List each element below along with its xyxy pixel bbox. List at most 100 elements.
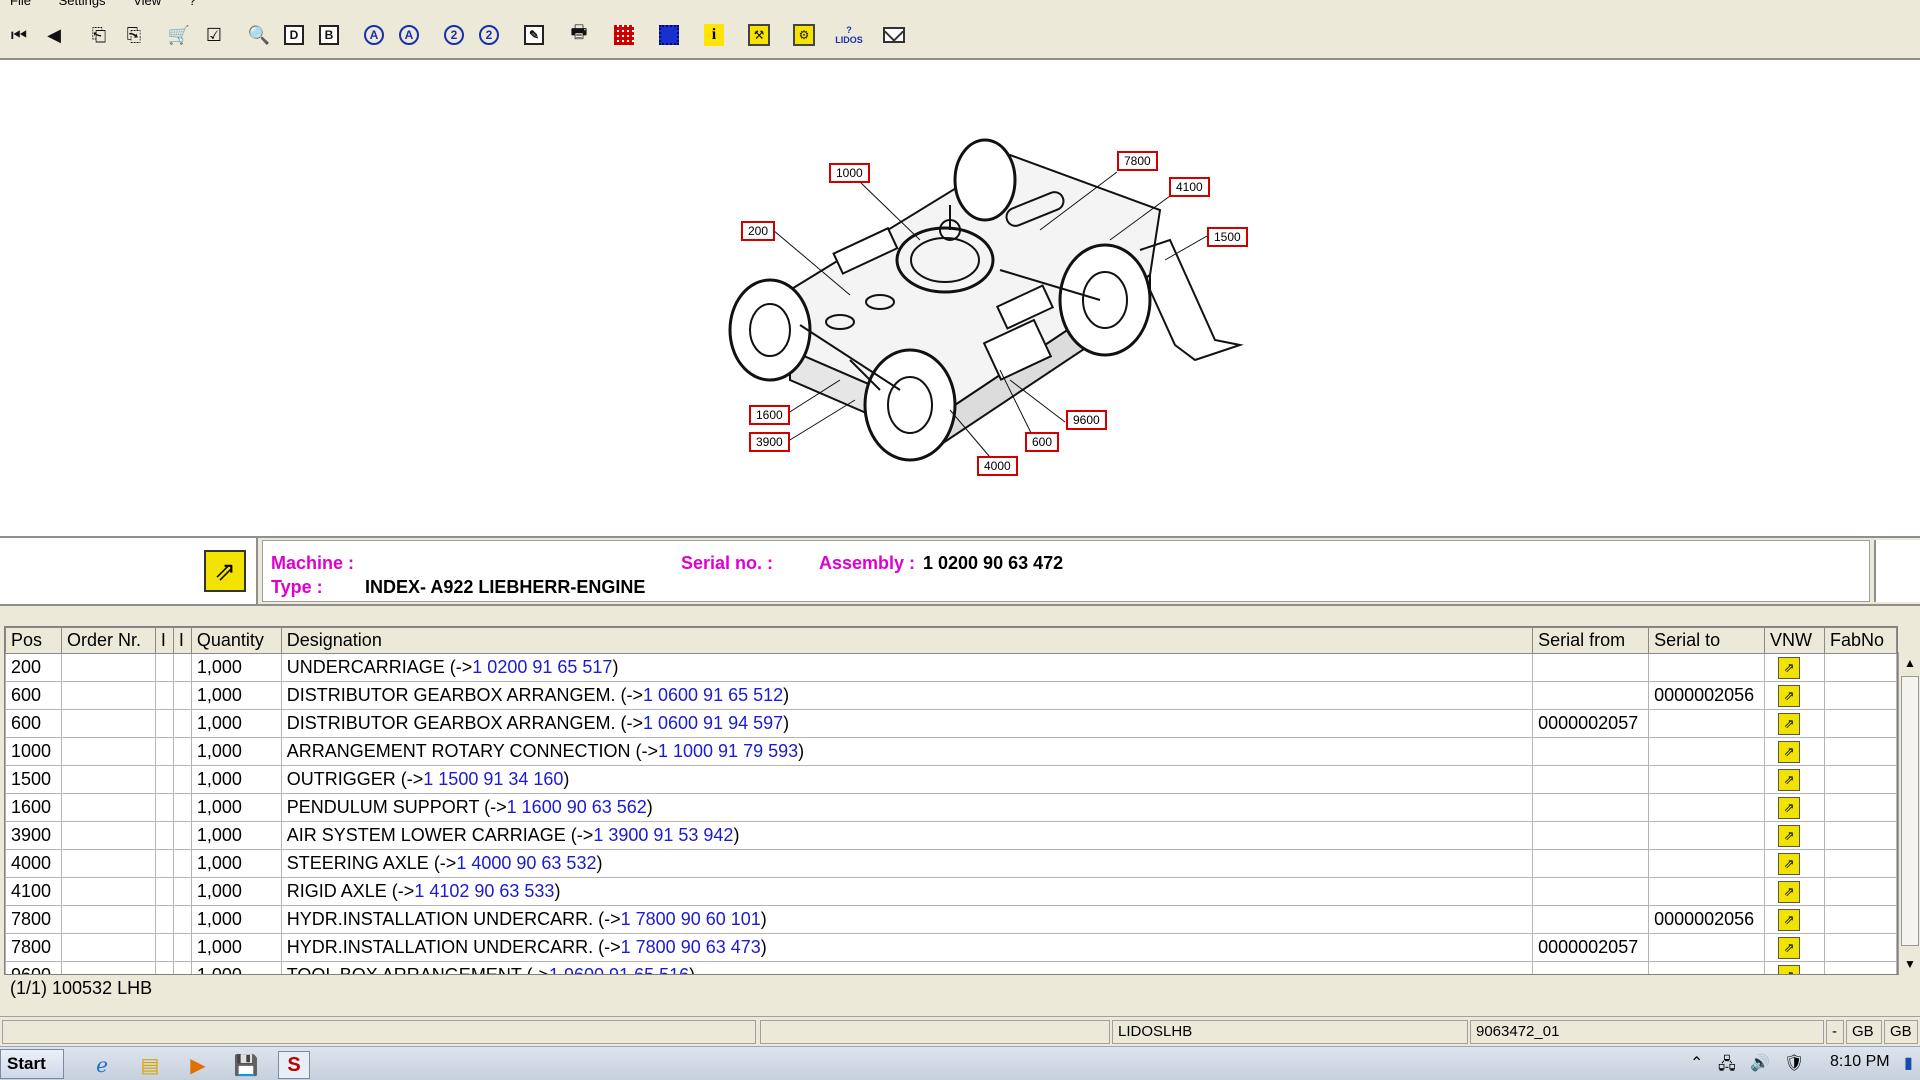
jump-link-icon[interactable]: ⇗ (1778, 965, 1801, 974)
chip-icon[interactable] (654, 19, 684, 51)
page-copy-icon[interactable]: B (314, 19, 344, 51)
assembly-link[interactable]: 1 3900 91 53 942 (593, 825, 734, 845)
cart-icon[interactable]: 🛒 (167, 24, 191, 45)
search-2-icon[interactable]: 2 (439, 19, 469, 51)
callout-4000[interactable]: 4000 (977, 456, 1018, 476)
menu-file[interactable]: File (10, 0, 31, 8)
page-view-icon[interactable]: D (279, 19, 309, 51)
scroll-up-icon[interactable]: ▲ (1904, 656, 1916, 670)
scroll-thumb[interactable] (1901, 676, 1919, 946)
jump-link-icon[interactable]: ⇗ (1778, 825, 1801, 847)
previous-page-icon[interactable]: ◀ (47, 24, 61, 45)
search-a-icon[interactable]: A (359, 19, 389, 51)
col-designation[interactable]: Designation (280, 627, 1534, 654)
cell-i1 (154, 681, 174, 710)
table-scrollbar[interactable]: ▲ ▼ (1898, 652, 1920, 975)
col-fabno[interactable]: FabNo (1823, 627, 1897, 654)
save-disk-icon[interactable]: 💾 (233, 1054, 259, 1077)
col-serial-from[interactable]: Serial from (1532, 627, 1650, 654)
assembly-link[interactable]: 1 0600 91 94 597 (643, 713, 784, 733)
col-i1[interactable]: I (154, 627, 174, 654)
jump-link-icon[interactable]: ⇗ (1778, 797, 1801, 819)
col-quantity[interactable]: Quantity (190, 627, 282, 654)
callout-3900[interactable]: 3900 (749, 432, 790, 452)
jump-link-icon[interactable]: ⇗ (1778, 713, 1801, 735)
search-2-next-icon[interactable]: 2 (474, 19, 504, 51)
mail-icon[interactable] (879, 19, 909, 51)
callout-1500[interactable]: 1500 (1207, 227, 1248, 247)
start-button[interactable]: Start (0, 1049, 64, 1079)
col-order-nr[interactable]: Order Nr. (60, 627, 156, 654)
jump-link-icon[interactable]: ⇗ (1778, 769, 1801, 791)
assembly-link[interactable]: 1 1000 91 79 593 (657, 741, 799, 761)
tools-icon[interactable]: ⚒ (744, 19, 774, 51)
jump-link-icon[interactable]: ⇗ (1778, 937, 1801, 959)
show-desktop-icon[interactable]: ▮ (1904, 1055, 1913, 1072)
clock[interactable]: 8:10 PM (1830, 1053, 1890, 1070)
order-list-icon[interactable]: ☑ (205, 24, 223, 45)
jump-link-icon[interactable]: ⇗ (1778, 909, 1801, 931)
callout-7800[interactable]: 7800 (1117, 151, 1158, 171)
assembly-link[interactable]: 1 7800 90 63 473 (620, 937, 761, 957)
assembly-link[interactable]: 1 7800 90 60 101 (620, 909, 761, 929)
search-a-next-icon[interactable]: A (394, 19, 424, 51)
menu-settings[interactable]: Settings (58, 0, 106, 8)
assembly-link[interactable]: 1 4102 90 63 533 (414, 881, 555, 901)
assembly-link[interactable]: 1 4000 90 63 532 (456, 853, 597, 873)
forward-document-icon[interactable]: ⎘ (126, 24, 142, 45)
callout-4100[interactable]: 4100 (1169, 177, 1210, 197)
callout-1600[interactable]: 1600 (749, 405, 790, 425)
callout-600[interactable]: 600 (1025, 432, 1060, 452)
col-vnw[interactable]: VNW (1764, 627, 1825, 654)
scroll-down-icon[interactable]: ▼ (1904, 957, 1916, 971)
callout-9600[interactable]: 9600 (1066, 410, 1107, 430)
col-i2[interactable]: I (172, 627, 192, 654)
jump-link-icon[interactable]: ⇗ (1778, 685, 1801, 707)
zoom-icon[interactable]: 🔍 (247, 24, 271, 45)
assembly-link[interactable]: 1 1600 90 63 562 (506, 797, 647, 817)
grid-icon[interactable] (609, 19, 639, 51)
security-shield-icon[interactable]: 🛡 (1784, 1055, 1805, 1072)
assembly-link[interactable]: 1 0600 91 65 512 (643, 685, 784, 705)
menu-view[interactable]: View (133, 0, 162, 8)
browser-icon[interactable]: ℯ (96, 1054, 108, 1077)
assembly-link[interactable]: 1 0200 91 65 517 (472, 657, 613, 677)
jump-link-icon[interactable]: ⇗ (1778, 657, 1801, 679)
tray-expand-icon[interactable]: ⌃ (1690, 1055, 1704, 1072)
parts-icon[interactable]: ⚙ (789, 19, 819, 51)
jump-link-icon[interactable]: ⇗ (1778, 881, 1801, 903)
network-icon[interactable]: 🖧 (1718, 1056, 1736, 1073)
volume-icon[interactable]: 🔊 (1750, 1055, 1770, 1072)
lidos-app-icon[interactable]: S (278, 1051, 310, 1079)
assembly-link[interactable]: 1 9600 91 65 516 (549, 965, 690, 975)
col-serial-to[interactable]: Serial to (1648, 627, 1766, 654)
menu-help[interactable]: ? (188, 0, 196, 8)
folder-icon[interactable]: ▤ (140, 1054, 160, 1077)
info-icon[interactable]: i (699, 19, 729, 51)
jump-link-icon[interactable]: ⇗ (1778, 741, 1801, 763)
jump-link-icon[interactable]: ⇗ (1778, 853, 1801, 875)
print-icon[interactable]: 🖶 (570, 22, 588, 42)
callout-200[interactable]: 200 (741, 221, 776, 241)
first-page-icon[interactable]: ⏮ (10, 24, 28, 45)
assembly-link[interactable]: 1 1500 91 34 160 (423, 769, 564, 789)
col-pos[interactable]: Pos (5, 627, 62, 654)
callout-1000[interactable]: 1000 (829, 163, 870, 183)
back-document-icon[interactable]: ⎗ (91, 24, 107, 45)
edit-icon[interactable]: ✎ (519, 19, 549, 51)
jump-link-icon[interactable]: ⇗ (204, 550, 246, 592)
lidos-help-icon[interactable]: ?LIDOS (835, 25, 863, 45)
media-player-icon[interactable]: ▶ (190, 1054, 206, 1077)
